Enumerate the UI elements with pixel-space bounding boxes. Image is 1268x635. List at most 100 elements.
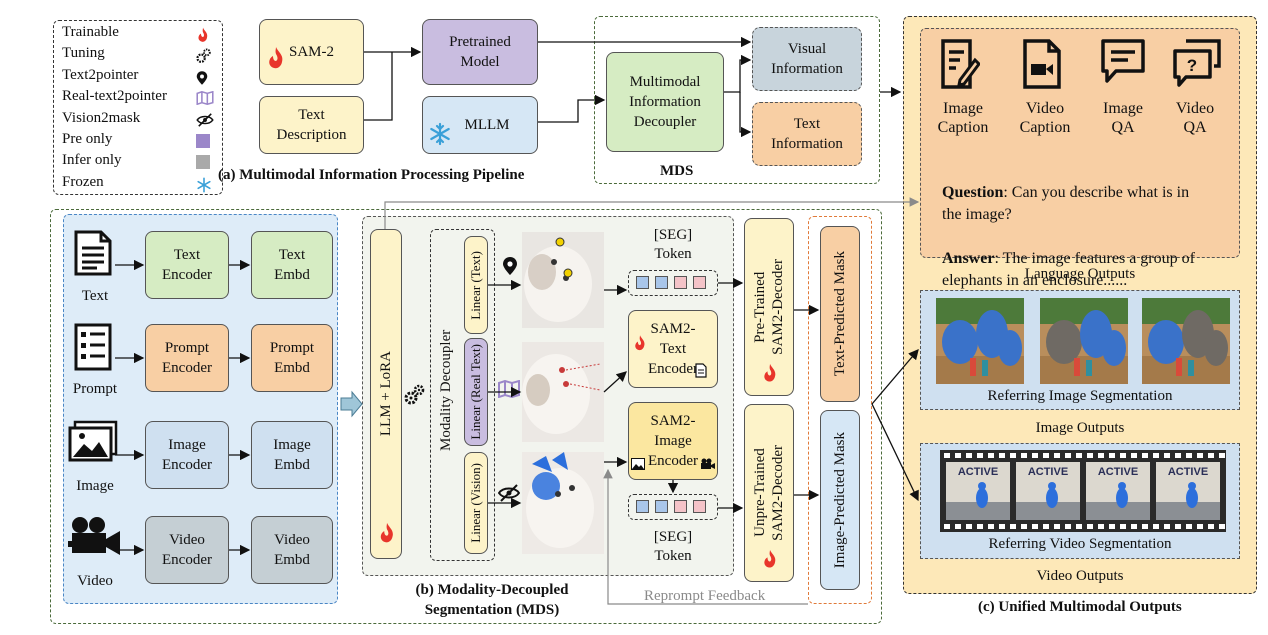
seg-token-top-3 bbox=[674, 276, 687, 289]
text-embd-box: Text Embd bbox=[251, 231, 333, 299]
sam2-text-encoder-box: SAM2- Text Encoder bbox=[628, 310, 718, 388]
image-embd-box: Image Embd bbox=[251, 421, 333, 489]
seg-token-bottom-2 bbox=[655, 500, 668, 513]
outputs-caption: (c) Unified Multimodal Outputs bbox=[978, 599, 1182, 615]
active-sign-text: ACTIVE bbox=[1027, 466, 1069, 478]
film-hole bbox=[977, 453, 983, 458]
legend-box bbox=[53, 20, 223, 195]
film-hole bbox=[1208, 524, 1214, 529]
film-hole bbox=[977, 524, 983, 529]
video-embd-label: Video Embd bbox=[274, 532, 310, 568]
film-hole bbox=[1043, 524, 1049, 529]
film-hole bbox=[1098, 453, 1104, 458]
image-outputs-label: Image Outputs bbox=[1035, 420, 1125, 436]
video-file-icon bbox=[1022, 38, 1062, 95]
prompt-encoder-label: Prompt Encoder bbox=[162, 340, 212, 376]
film-hole bbox=[1054, 524, 1060, 529]
legend-item-label: Real-text2pointer bbox=[62, 88, 167, 105]
film-hole bbox=[988, 524, 994, 529]
text-predicted-mask-box: Text-Predicted Mask bbox=[820, 226, 860, 402]
reprompt-feedback-label: Reprompt Feedback bbox=[644, 588, 766, 604]
question-body: : Can you describe what is in the image? bbox=[942, 184, 1190, 223]
film-hole bbox=[1054, 453, 1060, 458]
text-encoder-label: Text Encoder bbox=[162, 247, 212, 283]
flame-icon bbox=[761, 343, 779, 389]
task-label: Video Caption bbox=[1019, 100, 1071, 136]
legend-item-label: Tuning bbox=[62, 45, 105, 62]
task-label: Image Caption bbox=[937, 100, 989, 136]
mds-section-box bbox=[50, 209, 882, 624]
film-hole bbox=[1153, 453, 1159, 458]
map-pin-icon bbox=[502, 256, 518, 281]
text-description-label: Text Description bbox=[276, 107, 347, 143]
film-hole bbox=[1087, 524, 1093, 529]
video-encoder-box: Video Encoder bbox=[145, 516, 229, 584]
legend-item: Text2pointer bbox=[62, 67, 138, 84]
pipeline-caption: (a) Multimodal Information Processing Pi… bbox=[218, 167, 525, 183]
video-frame: ACTIVE bbox=[1156, 462, 1220, 520]
film-hole bbox=[1010, 453, 1016, 458]
film-hole bbox=[1065, 524, 1071, 529]
flame-icon bbox=[266, 26, 286, 76]
flame-icon bbox=[377, 502, 397, 550]
film-hole bbox=[1208, 453, 1214, 458]
sam2-text-encoder-label: SAM2- Text Encoder bbox=[648, 321, 698, 377]
seg-token-bottom-4 bbox=[693, 500, 706, 513]
mds-caption: (b) Modality-Decoupled Segmentation (MDS… bbox=[415, 582, 569, 618]
video-encoder-label: Video Encoder bbox=[162, 532, 212, 568]
question-label: Question bbox=[942, 184, 1004, 201]
prompt-embd-label: Prompt Embd bbox=[269, 340, 315, 376]
pretrained-decoder-box: Pre-Trained SAM2-Decoder bbox=[744, 218, 794, 396]
film-hole bbox=[1109, 524, 1115, 529]
sam2-box: SAM-2 bbox=[259, 19, 364, 85]
film-hole bbox=[1219, 453, 1225, 458]
film-hole bbox=[1197, 524, 1203, 529]
film-hole bbox=[1032, 453, 1038, 458]
flame-icon bbox=[196, 27, 210, 48]
mllm-label: MLLM bbox=[464, 117, 510, 133]
linear-text-box: Linear (Text) bbox=[464, 236, 488, 334]
seg-token-top-4 bbox=[693, 276, 706, 289]
film-hole bbox=[1076, 453, 1082, 458]
video-camera-icon bbox=[68, 515, 122, 566]
seg-token-bottom-3 bbox=[674, 500, 687, 513]
film-hole bbox=[1087, 453, 1093, 458]
legend-item: Real-text2pointer bbox=[62, 88, 167, 105]
film-hole bbox=[1021, 524, 1027, 529]
image-embd-label: Image Embd bbox=[273, 437, 311, 473]
picture-small-icon bbox=[631, 436, 645, 476]
flame-icon bbox=[761, 529, 779, 575]
film-hole bbox=[1186, 453, 1192, 458]
legend-item: Pre only bbox=[62, 131, 112, 148]
image-predicted-mask-box: Image-Predicted Mask bbox=[820, 410, 860, 590]
linear-real-text-box: Linear (Real Text) bbox=[464, 338, 488, 446]
seg-token-bottom-label: [SEG] Token bbox=[653, 529, 693, 564]
mllm-box: MLLM bbox=[422, 96, 538, 154]
film-hole bbox=[944, 524, 950, 529]
mds-label: MDS bbox=[660, 163, 694, 179]
film-hole bbox=[1120, 524, 1126, 529]
gears-icon bbox=[404, 384, 426, 411]
film-hole bbox=[1164, 453, 1170, 458]
film-hole bbox=[1219, 524, 1225, 529]
prompt-embd-box: Prompt Embd bbox=[251, 324, 333, 392]
film-hole bbox=[1076, 524, 1082, 529]
film-hole bbox=[1021, 453, 1027, 458]
image-encoder-box: Image Encoder bbox=[145, 421, 229, 489]
legend-item: Infer only bbox=[62, 152, 122, 169]
film-hole bbox=[1197, 453, 1203, 458]
video-frame: ACTIVE bbox=[1086, 462, 1150, 520]
text-encoder-box: Text Encoder bbox=[145, 231, 229, 299]
legend-item-label: Frozen bbox=[62, 173, 104, 190]
text-information-label: Text Information bbox=[771, 116, 843, 152]
language-outputs-label: Language Outputs bbox=[1024, 266, 1136, 282]
answer-body: : The image features a group of elephant… bbox=[942, 250, 1195, 289]
film-hole bbox=[1098, 524, 1104, 529]
input-label-video: Video bbox=[77, 573, 113, 589]
seg-token-bottom-1 bbox=[636, 500, 649, 513]
film-hole bbox=[1065, 453, 1071, 458]
snowflake-icon bbox=[196, 177, 212, 198]
answer-text: Answer: The image features a group of el… bbox=[936, 248, 1236, 292]
input-label-text: Text bbox=[81, 288, 109, 304]
text-description-box: Text Description bbox=[259, 96, 364, 154]
